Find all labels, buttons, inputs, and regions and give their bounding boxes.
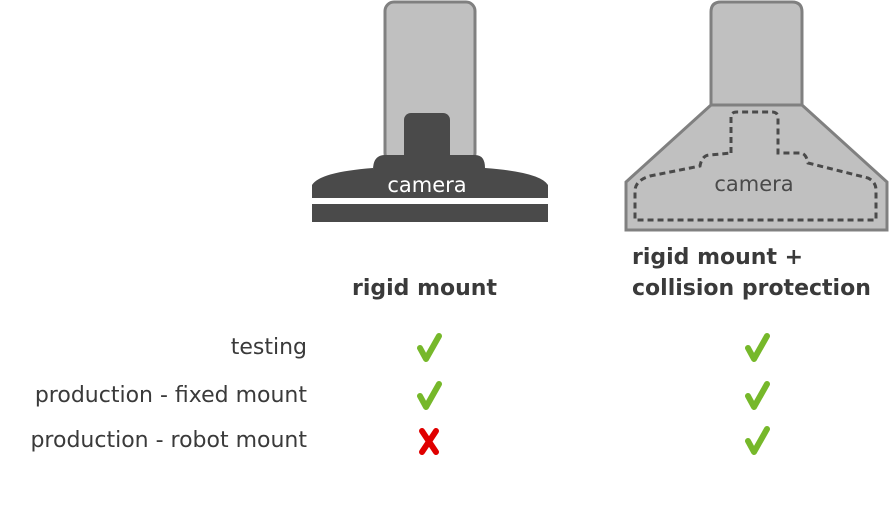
check-icon [417, 333, 442, 362]
camera-label: camera [714, 172, 793, 196]
cross-icon [419, 428, 439, 455]
check-icon [745, 333, 770, 362]
row-label-testing: testing [230, 335, 307, 360]
row-label-production-fixed: production - fixed mount [34, 383, 307, 408]
marks [417, 333, 770, 455]
check-icon [745, 381, 770, 410]
camera-label: camera [387, 173, 466, 197]
row-label-production-robot: production - robot mount [30, 428, 307, 453]
column-header-collision-line2: collision protection [632, 276, 871, 301]
collision-protection-illustration: camera [624, 0, 889, 232]
column-header-rigid-mount: rigid mount [352, 276, 497, 301]
check-icon [417, 381, 442, 410]
rigid-mount-illustration: camera [312, 0, 548, 222]
column-header-collision-line1: rigid mount + [632, 245, 804, 270]
check-icon [745, 426, 770, 455]
